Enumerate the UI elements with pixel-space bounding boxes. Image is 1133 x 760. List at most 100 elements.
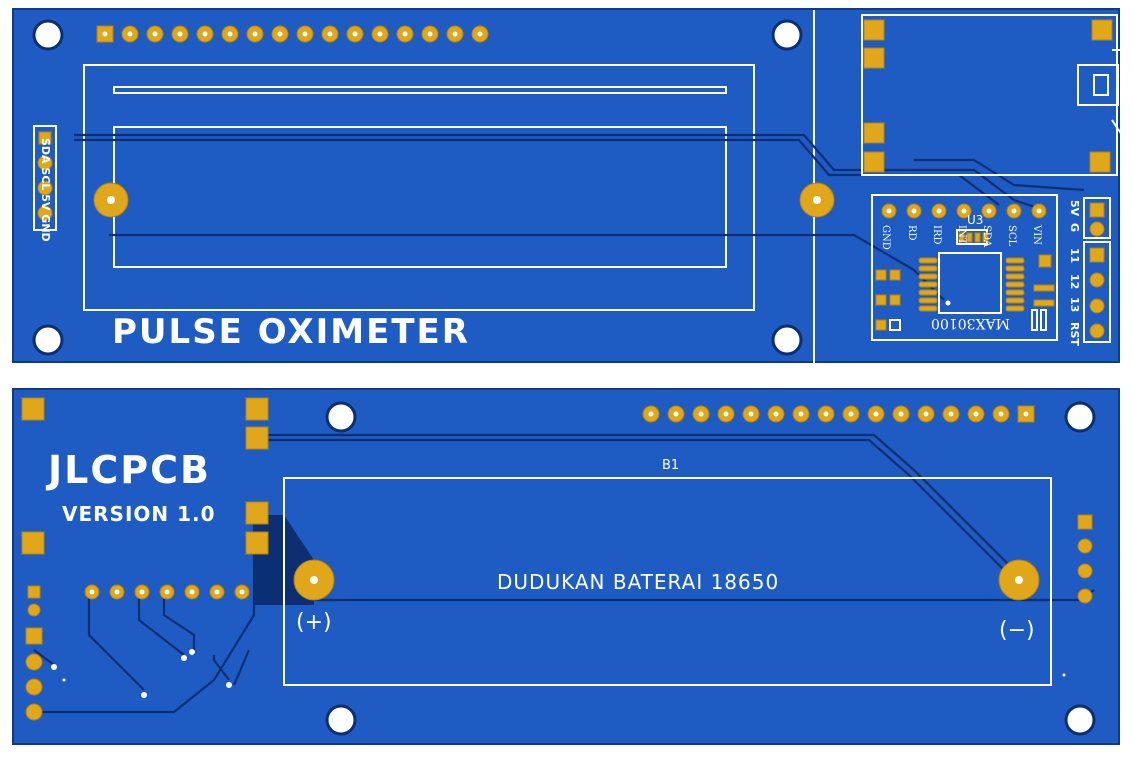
drill-hole [427,31,433,37]
header-pad [1089,221,1105,237]
drill-hole [648,411,654,417]
pin-pad [25,653,43,671]
chip-pin-pad [1005,305,1025,312]
drill-hole [127,31,133,37]
chip-pin-pad [1005,297,1025,304]
drill-hole [948,411,954,417]
label-gnd: GND [39,214,52,242]
drill-hole [898,411,904,417]
drill-hole [986,208,992,214]
chip-pin-pad [918,273,938,280]
version-label: VERSION 1.0 [62,502,216,526]
square-pad [245,501,269,525]
square-pad [21,531,45,555]
mount-hole [325,401,357,433]
drill-hole [377,31,383,37]
sensor-ref: U3 [967,213,984,227]
i2c-pad [37,205,53,221]
sensor-pin-sda: SDA [981,225,992,248]
via [141,692,147,698]
pin-pad [1077,514,1093,530]
pin-pad [25,627,43,645]
bottom-board-artwork [21,397,1096,736]
drill-hole [848,411,854,417]
drill-hole [773,411,779,417]
drill-hole [214,589,220,595]
header-label-11: 11 [1068,248,1081,264]
drill-hole [1011,208,1017,214]
label-sda: SDA [39,138,52,164]
chip-pin-pad [1005,289,1025,296]
trace [254,438,1010,576]
io-header-outline [1083,241,1111,343]
label-5v: 5V [39,194,52,211]
sensor-pin-int: INT [956,225,967,245]
top-board-artwork [32,10,1122,365]
via [189,649,195,655]
drill-hole [152,31,158,37]
drill-hole [998,411,1004,417]
mount-hole [771,324,803,356]
trace [74,138,1000,206]
label-scl: SCL [39,167,52,191]
chip-pin-pad [918,265,938,272]
trace [137,590,185,656]
drill-hole [402,31,408,37]
header-label-rst: RST [1068,322,1081,346]
lcd-pin-header [96,25,489,43]
charger-pad [1091,19,1113,41]
mount-hole [1064,401,1096,433]
sensor-pin-vin: VIN [1031,225,1042,245]
trace [254,433,1015,571]
chip-pin-pad [1005,281,1025,288]
charger-pad [863,122,885,144]
trace [162,590,196,655]
trace [34,510,256,714]
bottom-pin-header [642,405,1035,423]
mount-hole [1064,704,1096,736]
drill-hole [823,411,829,417]
drill-hole [961,208,967,214]
chip-pin-pad [1005,257,1025,264]
brand-logo: JLCPCB [48,448,211,492]
usb-connector-outline [1077,64,1119,106]
battery-minus-label: (−) [999,618,1035,643]
trace [212,655,230,681]
drill-hole [798,411,804,417]
trace [232,649,251,686]
chip-pin-pad [918,281,938,288]
header-pad [1089,298,1105,314]
sensor-chip-outline [938,252,1002,314]
sensor-pin-rd: RD [906,225,917,241]
lcd-window [113,126,727,268]
lcd-top-bar [113,86,727,94]
charger-pad [863,151,885,173]
square-pad [245,397,269,421]
sensor-name: MAX30100 [931,315,1010,331]
via [181,655,187,661]
top-pcb-board: SDA SCL 5V GND PULSE OXIMETER U3 MAX3010… [12,8,1122,365]
header-label-12: 12 [1068,274,1081,290]
chip-pin-pad [918,305,938,312]
sensor-pin-ird: IRD [931,225,942,245]
battery-ref: B1 [662,458,680,473]
trace [87,590,145,691]
drill-hole [239,589,245,595]
mount-hole [771,19,803,51]
pin-pad [25,678,43,696]
bottom-pcb-board: JLCPCB VERSION 1.0 B1 DUDUKAN BATERAI 18… [12,388,1120,745]
header-pad [1089,202,1105,218]
trace [914,158,1085,192]
drill-hole [973,411,979,417]
sensor-chip-pads [918,257,1025,312]
chip-pin-pad [1005,273,1025,280]
drill-hole [936,208,942,214]
pin-pad [27,585,41,599]
i2c-pad [37,155,53,171]
drill-hole [352,31,358,37]
battery-plus-label: (+) [296,610,332,635]
drill-hole [164,589,170,595]
header-label-13: 13 [1068,297,1081,313]
pin-pad [25,703,43,721]
header-pad [1089,272,1105,288]
